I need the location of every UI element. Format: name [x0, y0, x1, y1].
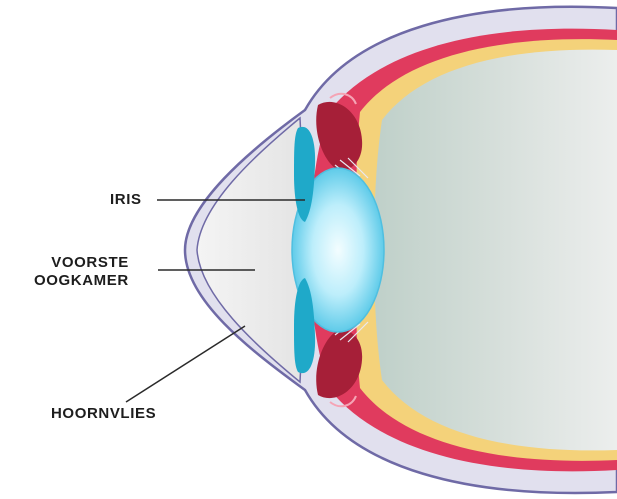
iris-label: IRIS: [110, 191, 142, 209]
vitreous-body: [374, 50, 617, 451]
anterior-chamber-label-line1: VOORSTE: [34, 254, 129, 272]
anterior-chamber-label-line2: OOGKAMER: [34, 272, 129, 290]
cornea-pointer-line: [126, 326, 245, 402]
cornea-label: HOORNVLIES: [51, 405, 156, 423]
anterior-chamber-label: VOORSTE OOGKAMER: [34, 254, 129, 290]
